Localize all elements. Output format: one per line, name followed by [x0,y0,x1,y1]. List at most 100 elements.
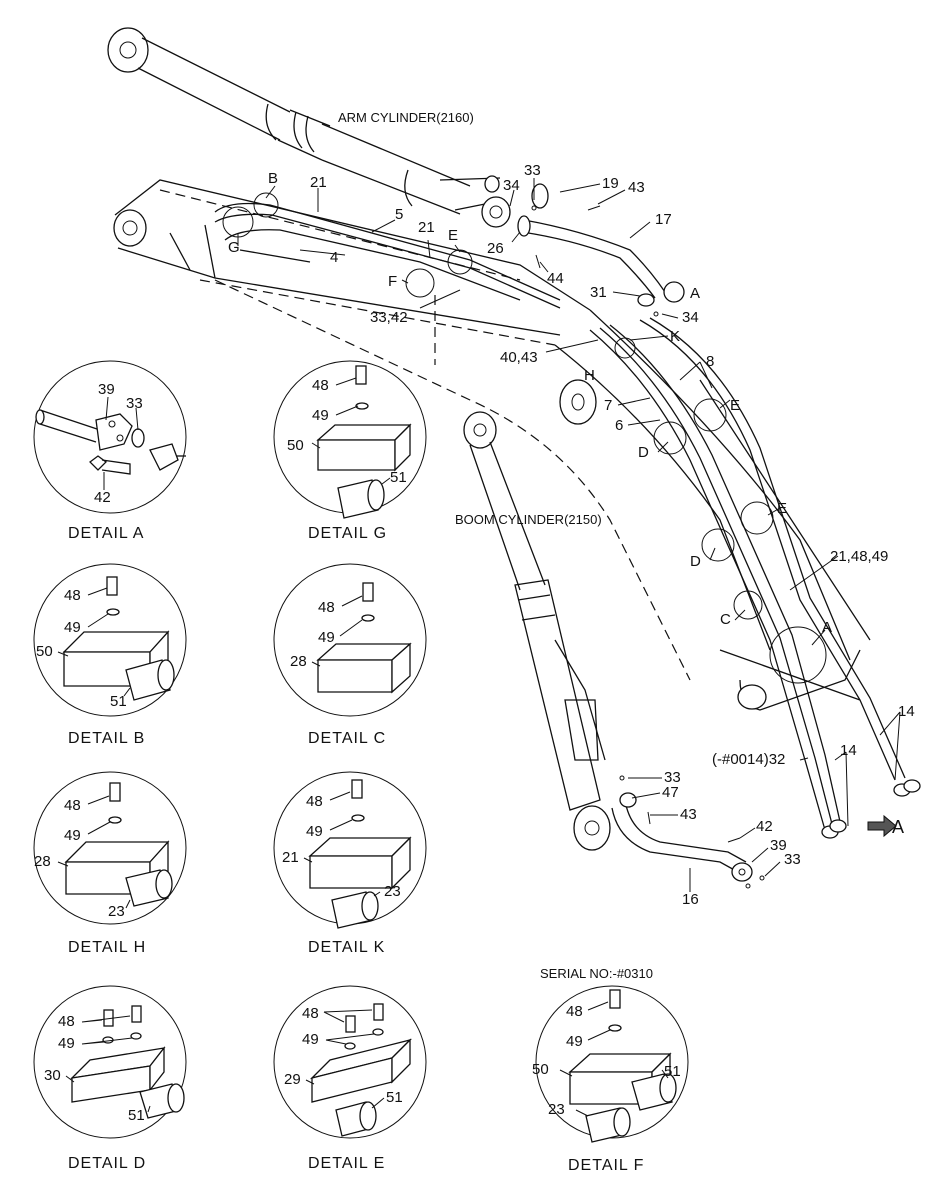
detail-d-51: 51 [128,1107,145,1124]
arm-cylinder-title: ARM CYLINDER(2160) [338,110,474,125]
label-14a: 14 [898,703,915,720]
detail-d-48: 48 [58,1013,75,1030]
label-33b: 33 [664,769,681,786]
detail-e-caption: DETAIL E [308,1155,385,1172]
detail-c-48: 48 [318,599,335,616]
detail-k-23: 23 [384,883,401,900]
label-44: 44 [547,270,564,287]
label-8: 8 [706,353,714,370]
label-c: C [720,611,731,628]
detail-h-49: 49 [64,827,81,844]
label-d2: D [690,553,701,570]
detail-k-48: 48 [306,793,323,810]
detail-f-51: 51 [664,1063,681,1080]
label-21a: 21 [310,174,327,191]
detail-g: 48 49 50 51 DETAIL G [273,360,427,542]
detail-e-49: 49 [302,1031,319,1048]
detail-h-48: 48 [64,797,81,814]
detail-g-49: 49 [312,407,329,424]
label-34b: 34 [682,309,699,326]
detail-h-caption: DETAIL H [68,939,146,956]
detail-b-49: 49 [64,619,81,636]
detail-h: 48 49 28 23 DETAIL H [33,771,187,956]
detail-e-51: 51 [386,1089,403,1106]
label-h: H [584,367,595,384]
label-serial-32: (-#0014)32 [712,751,785,768]
boom-cylinder: BOOM CYLINDER(2150) [455,411,611,851]
detail-e: 48 49 29 51 DETAIL E [273,985,427,1172]
detail-a: 39 33 42 DETAIL A [33,360,187,542]
label-39: 39 [770,837,787,854]
detail-g-50: 50 [287,437,304,454]
detail-f: SERIAL NO:-#0310 48 49 50 51 23 DETAIL F [532,966,689,1174]
boom-cylinder-title: BOOM CYLINDER(2150) [455,512,602,527]
detail-k-49: 49 [306,823,323,840]
label-14b: 14 [840,742,857,759]
label-a-top: A [690,285,700,302]
label-e-right1: E [730,397,740,414]
arm-cylinder: ARM CYLINDER(2160) [107,27,511,228]
detail-b-51: 51 [110,693,127,710]
label-26: 26 [487,240,504,257]
detail-c-49: 49 [318,629,335,646]
label-7: 7 [604,397,612,414]
label-b: B [268,170,278,187]
detail-f-50: 50 [532,1061,549,1078]
detail-b: 48 49 50 51 DETAIL B [33,563,187,747]
detail-h-28: 28 [34,853,51,870]
label-34a: 34 [503,177,520,194]
label-k: K [670,328,680,345]
label-43b: 43 [680,806,697,823]
detail-a-42: 42 [94,489,111,506]
detail-c-caption: DETAIL C [308,730,386,747]
label-43a: 43 [628,179,645,196]
detail-k: 48 49 21 23 DETAIL K [273,771,427,956]
label-21-48-49: 21,48,49 [830,548,888,565]
detail-f-caption: DETAIL F [568,1157,644,1174]
label-6: 6 [615,417,623,434]
detail-c: 48 49 28 DETAIL C [273,563,427,747]
detail-d-49: 49 [58,1035,75,1052]
detail-a-33: 33 [126,395,143,412]
detail-e-29: 29 [284,1071,301,1088]
label-19: 19 [602,175,619,192]
detail-a-caption: DETAIL A [68,525,144,542]
leader-lines [237,178,901,892]
label-16: 16 [682,891,699,908]
label-40-43: 40,43 [500,349,538,366]
detail-f-48: 48 [566,1003,583,1020]
hose-16 [611,775,765,889]
detail-k-caption: DETAIL K [308,939,385,956]
detail-b-48: 48 [64,587,81,604]
label-21b: 21 [418,219,435,236]
detail-h-23: 23 [108,903,125,920]
detail-c-28: 28 [290,653,307,670]
label-4: 4 [330,249,338,266]
detail-d-caption: DETAIL D [68,1155,146,1172]
detail-d-30: 30 [44,1067,61,1084]
label-47: 47 [662,784,679,801]
label-42: 42 [756,818,773,835]
part-number-labels: B 21 5 4 G 21 E F 33,42 33 34 19 43 17 2… [228,162,915,908]
detail-d: 48 49 30 51 DETAIL D [33,985,187,1172]
label-g: G [228,239,240,256]
label-31: 31 [590,284,607,301]
detail-e-48: 48 [302,1005,319,1022]
detail-b-caption: DETAIL B [68,730,145,747]
detail-b-50: 50 [36,643,53,660]
label-33a: 33 [524,162,541,179]
label-e-top: E [448,227,458,244]
label-a-mid: A [822,619,832,636]
boom-structure [113,179,871,711]
label-33-42: 33,42 [370,309,408,326]
detail-g-48: 48 [312,377,329,394]
label-view-a: A [892,817,904,837]
label-5: 5 [395,206,403,223]
serial-note: SERIAL NO:-#0310 [540,966,653,981]
label-17: 17 [655,211,672,228]
detail-f-49: 49 [566,1033,583,1050]
label-f: F [388,273,397,290]
detail-k-21: 21 [282,849,299,866]
